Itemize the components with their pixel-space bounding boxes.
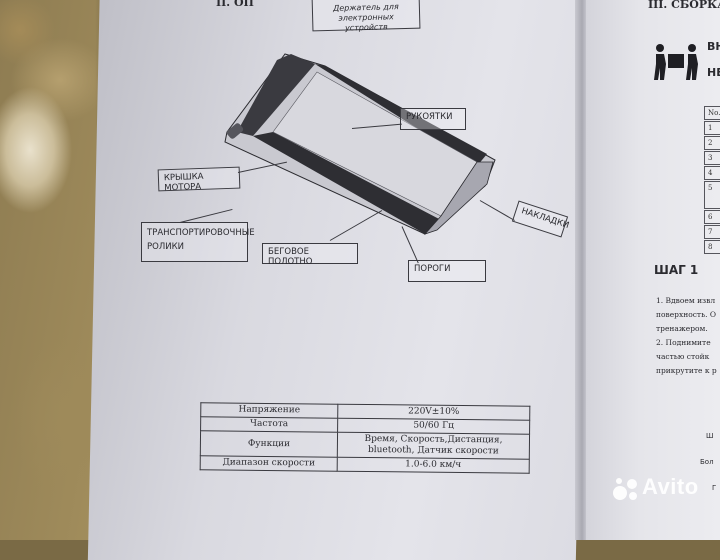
parts-table-row: 3	[704, 151, 720, 165]
parts-table-row: 1	[704, 121, 720, 135]
left-page-header: II. ОП	[216, 0, 254, 9]
treadmill-near-rail	[253, 132, 441, 234]
parts-table-row: 8	[704, 240, 720, 254]
label-running-belt-text: БЕГОВОЕ ПОЛОТНО	[268, 247, 313, 267]
parts-table-row: 5	[704, 181, 720, 209]
treadmill-left-rail	[237, 54, 315, 136]
right-icon-text-1: ВН	[707, 40, 720, 53]
label-thresholds: ПОРОГИ	[408, 260, 486, 282]
spec-table: Напряжение 220V±10% Частота 50/60 Гц Фун…	[200, 402, 531, 474]
treadmill-roller	[226, 123, 244, 139]
spec-key: Напряжение	[200, 402, 338, 419]
label-thresholds-text: ПОРОГИ	[414, 264, 451, 274]
step-line: прикрутите к р	[656, 366, 717, 375]
step-line: частью стойк	[656, 352, 710, 361]
label-running-belt: БЕГОВОЕ ПОЛОТНО	[262, 243, 358, 267]
treadmill-end-cap	[423, 161, 494, 235]
parts-table-row: 2	[704, 136, 720, 150]
step-line: 1. Вдвоем извл	[656, 296, 716, 305]
right-page-header: III. СБОРКА	[648, 0, 720, 11]
spec-key: Функции	[200, 430, 338, 458]
two-people-carrying-icon	[654, 44, 698, 80]
right-page	[586, 0, 720, 540]
spec-row: Функции Время, Скорость,Дистанция, bluet…	[200, 430, 530, 460]
spec-key: Диапазон скорости	[200, 455, 338, 472]
spec-row: Диапазон скорости 1.0-6.0 км/ч	[200, 455, 530, 474]
spec-value: 1.0-6.0 км/ч	[337, 457, 530, 474]
step-title: ШАГ 1	[654, 263, 699, 277]
right-icon-text-2: НЕ	[707, 66, 720, 79]
step-line: тренажером.	[656, 324, 708, 333]
treadmill-diagram	[224, 53, 496, 235]
label-device-holder: Держатель для электронных устройств	[311, 0, 421, 33]
parts-table-row: 4	[704, 166, 720, 180]
label-handles: РУКОЯТКИ	[400, 108, 466, 130]
label-motor-cover: КРЫШКА МОТОРА	[157, 166, 241, 194]
parts-table-header: No.	[704, 106, 720, 120]
step-line: поверхность. О	[656, 310, 717, 319]
step-line: 2. Поднимите	[656, 338, 711, 347]
booklet-gutter	[575, 0, 589, 540]
treadmill-far-rail	[315, 64, 487, 166]
parts-table-row: 6	[704, 210, 720, 224]
label-rollers: ТРАНСПОРТИРОВОЧНЫЕ РОЛИКИ	[141, 222, 255, 262]
avito-logo-icon	[613, 478, 637, 500]
label-motor-cover-text: КРЫШКА МОТОРА	[163, 171, 204, 194]
label-handles-text: РУКОЯТКИ	[406, 112, 453, 122]
label-rollers-text: ТРАНСПОРТИРОВОЧНЫЕ РОЛИКИ	[147, 228, 255, 252]
spec-value: Время, Скорость,Дистанция, bluetooth, Да…	[337, 432, 530, 460]
footer-fragment: Г	[712, 484, 717, 492]
footer-fragment: Ш	[706, 432, 714, 440]
parts-table-row: 7	[704, 225, 720, 239]
avito-watermark: Avito	[642, 474, 699, 499]
label-device-holder-text: Держатель для электронных устройств	[332, 2, 399, 33]
spec-key: Частота	[200, 416, 338, 433]
footer-fragment: Бол	[700, 458, 714, 466]
